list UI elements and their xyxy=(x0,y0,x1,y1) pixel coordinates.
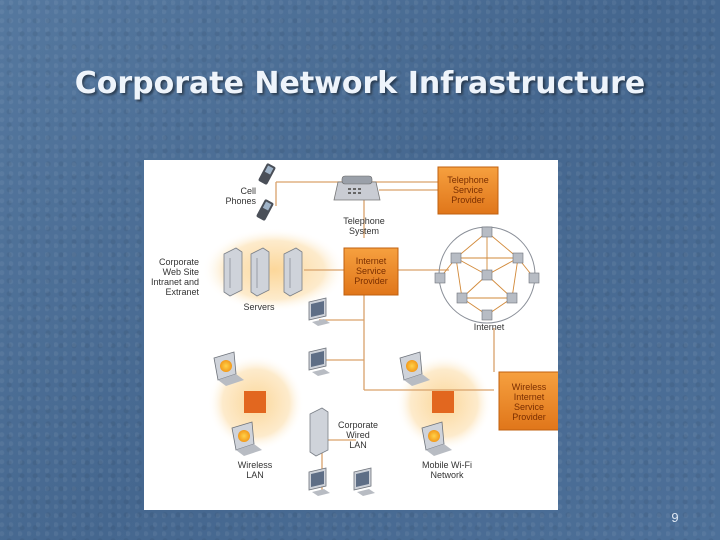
monitor-icon xyxy=(308,467,330,496)
server-icon xyxy=(283,247,303,297)
laptop-icon xyxy=(213,351,244,386)
wireless-lan-label: Wireless LAN xyxy=(237,460,273,480)
laptop-icon xyxy=(399,351,430,386)
internet-mesh-icon xyxy=(434,226,540,324)
telephone-provider-label: Telephone Service Provider xyxy=(447,175,489,205)
monitor-icon xyxy=(353,467,375,496)
corporate-web-site-label: Corporate Web Site Intranet and Extranet xyxy=(150,257,199,297)
cell-phones-label: Cell Phones xyxy=(225,186,256,206)
cell-phone-icon xyxy=(258,163,276,185)
wifi-access-point xyxy=(432,391,454,413)
wireless-isp-box xyxy=(498,371,558,431)
servers-label: Servers xyxy=(243,302,275,312)
corporate-wired-lan-label: Corporate Wired LAN xyxy=(337,420,379,450)
mobile-wifi-label: Mobile Wi-Fi Network xyxy=(421,460,472,480)
server-icon xyxy=(223,247,243,297)
telephone-system-label: Telephone System xyxy=(343,216,385,236)
server-icon xyxy=(250,247,270,297)
telephone-provider-box xyxy=(437,166,499,215)
isp-label: Internet Service Provider xyxy=(354,256,388,286)
wireless-access-point xyxy=(244,391,266,413)
telephone-icon xyxy=(333,175,381,201)
wireless-isp-label: Wireless Internet Service Provider xyxy=(511,382,547,422)
monitor-icon xyxy=(308,347,330,376)
network-diagram: Cell Phones Telephone System Telephone S… xyxy=(144,160,558,510)
laptop-icon xyxy=(421,421,452,456)
slide-title: Corporate Network Infrastructure xyxy=(74,66,646,101)
isp-box xyxy=(343,247,399,296)
laptop-icon xyxy=(231,421,262,456)
page-number: 9 xyxy=(671,510,679,525)
cell-phone-icon xyxy=(256,199,274,221)
monitor-icon xyxy=(308,297,330,326)
internet-label: Internet xyxy=(473,322,505,332)
diagram-canvas xyxy=(202,163,558,496)
lan-server-icon xyxy=(309,407,329,457)
